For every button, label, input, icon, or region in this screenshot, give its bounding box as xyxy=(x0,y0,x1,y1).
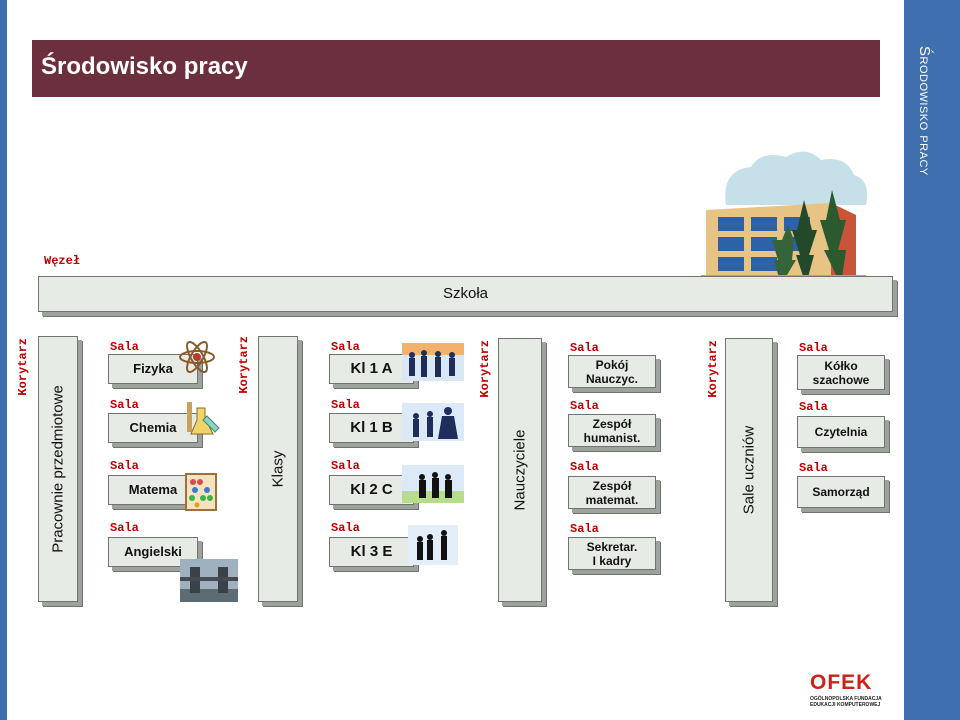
room-label: Sala xyxy=(799,400,828,414)
room-name: Zespół humanist. xyxy=(583,416,641,445)
logo-subtitle: OGÓLNOPOLSKA FUNDACJA EDUKACJI KOMPUTERO… xyxy=(810,696,890,708)
room-label: Sala xyxy=(570,399,599,413)
side-title-text: Środowisko pracy xyxy=(916,46,933,176)
room-label: Sala xyxy=(799,341,828,355)
room-label: Sala xyxy=(110,398,139,412)
room-label: Sala xyxy=(570,341,599,355)
room-name: Zespół matemat. xyxy=(585,478,639,507)
room-label: Sala xyxy=(110,521,139,535)
left-edge-stripe xyxy=(0,0,7,720)
room-kolko-szachowe[interactable]: Kółko szachowe xyxy=(797,355,885,390)
people-image xyxy=(402,343,464,381)
room-name: Kl 1 A xyxy=(350,360,393,377)
room-name: Chemia xyxy=(129,420,177,435)
room-label: Sala xyxy=(331,459,360,473)
corridor-label-2: Korytarz xyxy=(237,336,251,394)
room-name: Kl 2 C xyxy=(350,481,393,498)
room-name: Kl 1 B xyxy=(350,419,393,436)
school-building-illustration xyxy=(701,151,868,285)
room-label: Sala xyxy=(799,461,828,475)
room-label: Sala xyxy=(570,522,599,536)
room-kl-2c[interactable]: Kl 2 C xyxy=(329,475,414,505)
room-zespol-matemat[interactable]: Zespół matemat. xyxy=(568,476,656,509)
node-label: Węzeł xyxy=(44,254,81,268)
room-zespol-humanist[interactable]: Zespół humanist. xyxy=(568,414,656,447)
room-kl-1b[interactable]: Kl 1 B xyxy=(329,413,414,443)
corridor-label-4: Korytarz xyxy=(706,340,720,398)
room-name: Fizyka xyxy=(133,361,173,376)
room-name: Matema xyxy=(128,482,178,497)
room-label: Sala xyxy=(570,460,599,474)
column-sale-title: Sale uczniów xyxy=(740,425,758,515)
room-kl-3e[interactable]: Kl 3 E xyxy=(329,537,414,567)
side-bar xyxy=(904,0,960,720)
corridor-label-3: Korytarz xyxy=(478,340,492,398)
room-sekretar-kadry[interactable]: Sekretar. I kadry xyxy=(568,537,656,570)
flask-icon xyxy=(187,402,220,435)
column-nauczyciele[interactable]: Nauczyciele xyxy=(498,338,542,602)
side-title: Środowisko pracy xyxy=(916,46,946,326)
people-image xyxy=(402,403,464,441)
slide-title: Środowisko pracy xyxy=(41,53,248,80)
column-sale-uczniow[interactable]: Sale uczniów xyxy=(725,338,773,602)
room-label: Sala xyxy=(110,340,139,354)
abacus-icon xyxy=(185,473,217,511)
column-pracownie-title: Pracownie przedmiotowe xyxy=(49,385,67,553)
room-samorzad[interactable]: Samorząd xyxy=(797,476,885,508)
people-image xyxy=(402,465,464,503)
logo-name: OFEK xyxy=(810,671,873,694)
room-name: Czytelnia xyxy=(814,425,868,439)
room-czytelnia[interactable]: Czytelnia xyxy=(797,416,885,448)
column-pracownie[interactable]: Pracownie przedmiotowe xyxy=(38,336,78,602)
logo-line-2: EDUKACJI KOMPUTEROWEJ xyxy=(810,702,881,708)
room-name: Kl 3 E xyxy=(350,543,393,560)
room-chemia[interactable]: Chemia xyxy=(108,413,198,443)
school-node[interactable]: Szkoła xyxy=(38,276,893,312)
column-nauczyciele-title: Nauczyciele xyxy=(511,429,529,511)
room-label: Sala xyxy=(110,459,139,473)
logo-line-1: OGÓLNOPOLSKA FUNDACJA xyxy=(810,696,882,702)
corridor-label-1: Korytarz xyxy=(16,338,30,396)
school-label: Szkoła xyxy=(442,285,489,302)
people-image xyxy=(408,525,458,565)
room-matema[interactable]: Matema xyxy=(108,475,198,505)
slide-title-bar: Środowisko pracy xyxy=(32,40,880,97)
room-name: Kółko szachowe xyxy=(812,358,870,387)
room-pokoj-nauczyc[interactable]: Pokój Nauczyc. xyxy=(568,355,656,388)
atom-icon xyxy=(179,340,215,374)
room-label: Sala xyxy=(331,340,360,354)
ofek-logo: OFEK OGÓLNOPOLSKA FUNDACJA EDUKACJI KOMP… xyxy=(808,671,888,711)
room-name: Samorząd xyxy=(812,485,870,499)
column-klasy-title: Klasy xyxy=(269,450,287,488)
room-label: Sala xyxy=(331,521,360,535)
room-name: Sekretar. I kadry xyxy=(586,539,638,568)
room-name: Angielski xyxy=(124,544,182,559)
room-name: Pokój Nauczyc. xyxy=(585,357,639,386)
column-klasy[interactable]: Klasy xyxy=(258,336,298,602)
room-label: Sala xyxy=(331,398,360,412)
london-bridge-image xyxy=(180,559,238,602)
